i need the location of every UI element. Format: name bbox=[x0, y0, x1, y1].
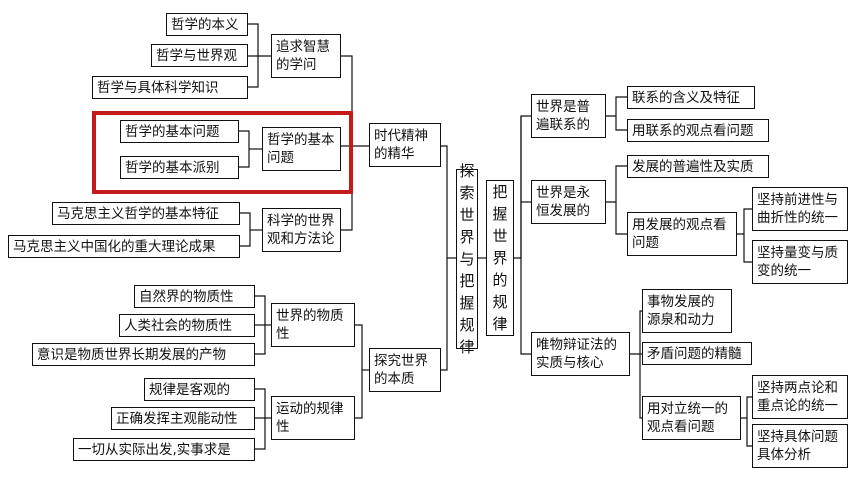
node-unity-opposites-view: 用对立统一的观点看问题 bbox=[642, 396, 741, 440]
node-concrete-analysis: 坚持具体问题具体分析 bbox=[752, 424, 848, 468]
node-grasp-law: 把握世界的规律 bbox=[486, 180, 514, 336]
node-progress-twists: 坚持前进性与曲折性的统一 bbox=[752, 187, 848, 231]
node-dialectics-core: 唯物辩证法的实质与核心 bbox=[531, 332, 630, 376]
node-subjective-initiative: 正确发挥主观能动性 bbox=[111, 407, 255, 430]
node-eternal-development: 世界是永恒发展的 bbox=[531, 180, 606, 224]
node-nature-material: 自然界的物质性 bbox=[134, 285, 255, 308]
node-contradiction-essence: 矛盾问题的精髓 bbox=[642, 342, 752, 365]
node-pursuit-wisdom: 追求智慧的学问 bbox=[271, 34, 341, 78]
node-universal-connection: 世界是普遍联系的 bbox=[531, 94, 606, 138]
node-connection-meaning: 联系的含义及特征 bbox=[627, 86, 755, 109]
node-world-material: 世界的物质性 bbox=[271, 303, 355, 347]
node-quantity-quality: 坚持量变与质变的统一 bbox=[752, 240, 848, 284]
node-explore-world: 探索世界与把握规律 bbox=[456, 162, 478, 356]
node-marxism-features: 马克思主义哲学的基本特征 bbox=[52, 202, 240, 225]
node-law-objective: 规律是客观的 bbox=[144, 378, 255, 401]
grasp-text: 把握世界的规律 bbox=[492, 183, 508, 333]
node-development-view: 用发展的观点看问题 bbox=[627, 212, 737, 256]
node-motion-law: 运动的规律性 bbox=[271, 396, 355, 440]
node-era-essence: 时代精神的精华 bbox=[369, 123, 441, 167]
node-philosophy-meaning: 哲学的本义 bbox=[166, 13, 248, 36]
node-philosophy-worldview: 哲学与世界观 bbox=[151, 44, 248, 67]
node-explore-essence: 探究世界的本质 bbox=[369, 348, 441, 392]
node-marxism-china: 马克思主义中国化的重大理论成果 bbox=[8, 235, 240, 258]
node-philosophy-science: 哲学与具体科学知识 bbox=[92, 76, 248, 99]
node-society-material: 人类社会的物质性 bbox=[119, 314, 255, 337]
node-connection-view: 用联系的观点看问题 bbox=[627, 119, 769, 142]
node-basic-schools: 哲学的基本派别 bbox=[120, 156, 239, 179]
node-source-power: 事物发展的源泉和动力 bbox=[642, 289, 732, 333]
node-development-essence: 发展的普遍性及实质 bbox=[627, 155, 769, 178]
node-basic-problem: 哲学的基本问题 bbox=[262, 127, 341, 171]
node-science-worldview: 科学的世界观和方法论 bbox=[262, 208, 341, 252]
node-two-point-theory: 坚持两点论和重点论的统一 bbox=[752, 375, 848, 419]
node-basic-question: 哲学的基本问题 bbox=[120, 120, 239, 143]
explore-text: 探索世界与把握规律 bbox=[459, 162, 475, 356]
highlight-frame bbox=[92, 111, 353, 194]
node-seek-truth: 一切从实际出发,实事求是 bbox=[73, 438, 255, 461]
node-consciousness-product: 意识是物质世界长期发展的产物 bbox=[32, 343, 255, 366]
